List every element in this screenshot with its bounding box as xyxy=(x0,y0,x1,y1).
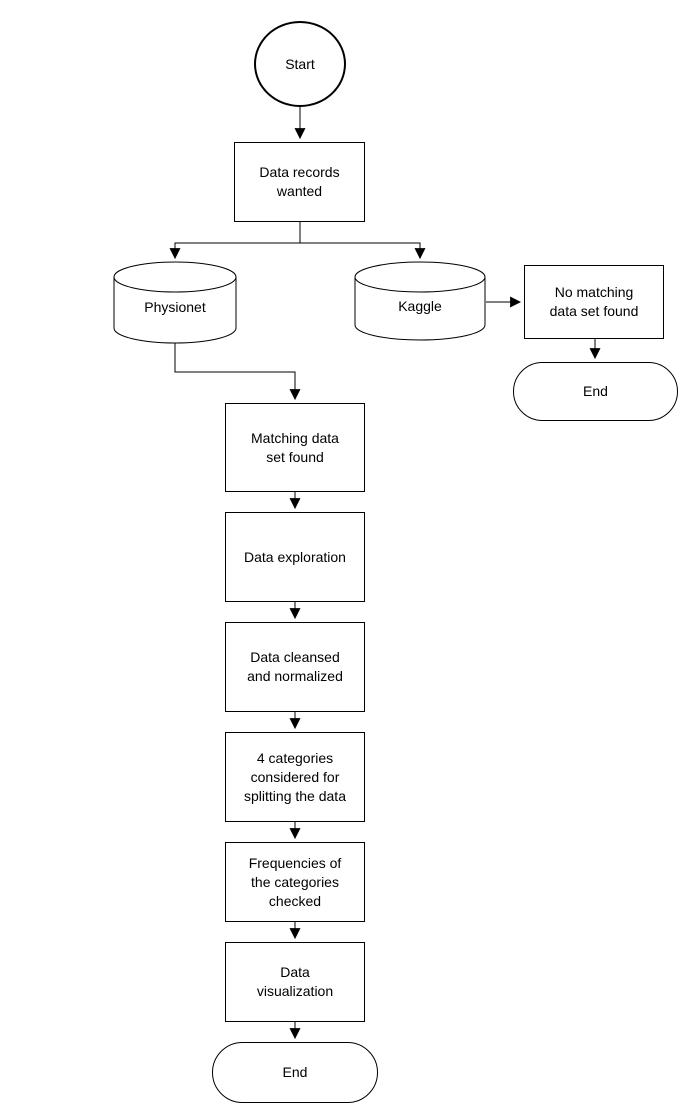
edge-data-records-to-physionet xyxy=(169,222,301,260)
no-matching-data-set-found-label: No matching data set found xyxy=(549,284,639,319)
frequencies-checked-label: Frequencies of the categories checked xyxy=(248,854,342,909)
no-matching-data-set-found-node: No matching data set found xyxy=(524,265,664,339)
matching-data-set-found-label: Matching data set found xyxy=(251,429,339,465)
edge-data-records-to-kaggle xyxy=(299,222,426,260)
frequencies-checked-node: Frequencies of the categories checked xyxy=(225,842,365,922)
data-exploration-node: Data exploration xyxy=(225,512,365,602)
end-bottom-node: End xyxy=(212,1042,378,1103)
physionet-database-node: Physionet xyxy=(114,285,236,330)
start-node: Start xyxy=(254,21,346,107)
four-categories-label: 4 categories considered for splitting th… xyxy=(244,749,346,804)
physionet-label: Physionet xyxy=(144,299,206,315)
data-exploration-label: Data exploration xyxy=(244,548,346,565)
matching-data-set-found-node: Matching data set found xyxy=(225,403,365,492)
data-visualization-label: Data visualization xyxy=(256,964,334,999)
data-visualization-node: Data visualization xyxy=(225,942,365,1022)
end-bottom-label: End xyxy=(282,1064,308,1080)
end-right-label: End xyxy=(583,383,608,399)
kaggle-database-node: Kaggle xyxy=(355,284,485,329)
kaggle-label: Kaggle xyxy=(398,298,442,314)
edge-physionet-to-matching xyxy=(174,343,301,401)
data-records-wanted-node: Data records wanted xyxy=(234,142,365,222)
data-records-wanted-label: Data records wanted xyxy=(259,164,340,199)
four-categories-node: 4 categories considered for splitting th… xyxy=(225,732,365,822)
end-right-node: End xyxy=(513,362,678,421)
start-label: Start xyxy=(285,55,315,72)
data-cleansed-and-normalized-label: Data cleansed and normalized xyxy=(247,649,343,684)
data-cleansed-and-normalized-node: Data cleansed and normalized xyxy=(225,622,365,712)
